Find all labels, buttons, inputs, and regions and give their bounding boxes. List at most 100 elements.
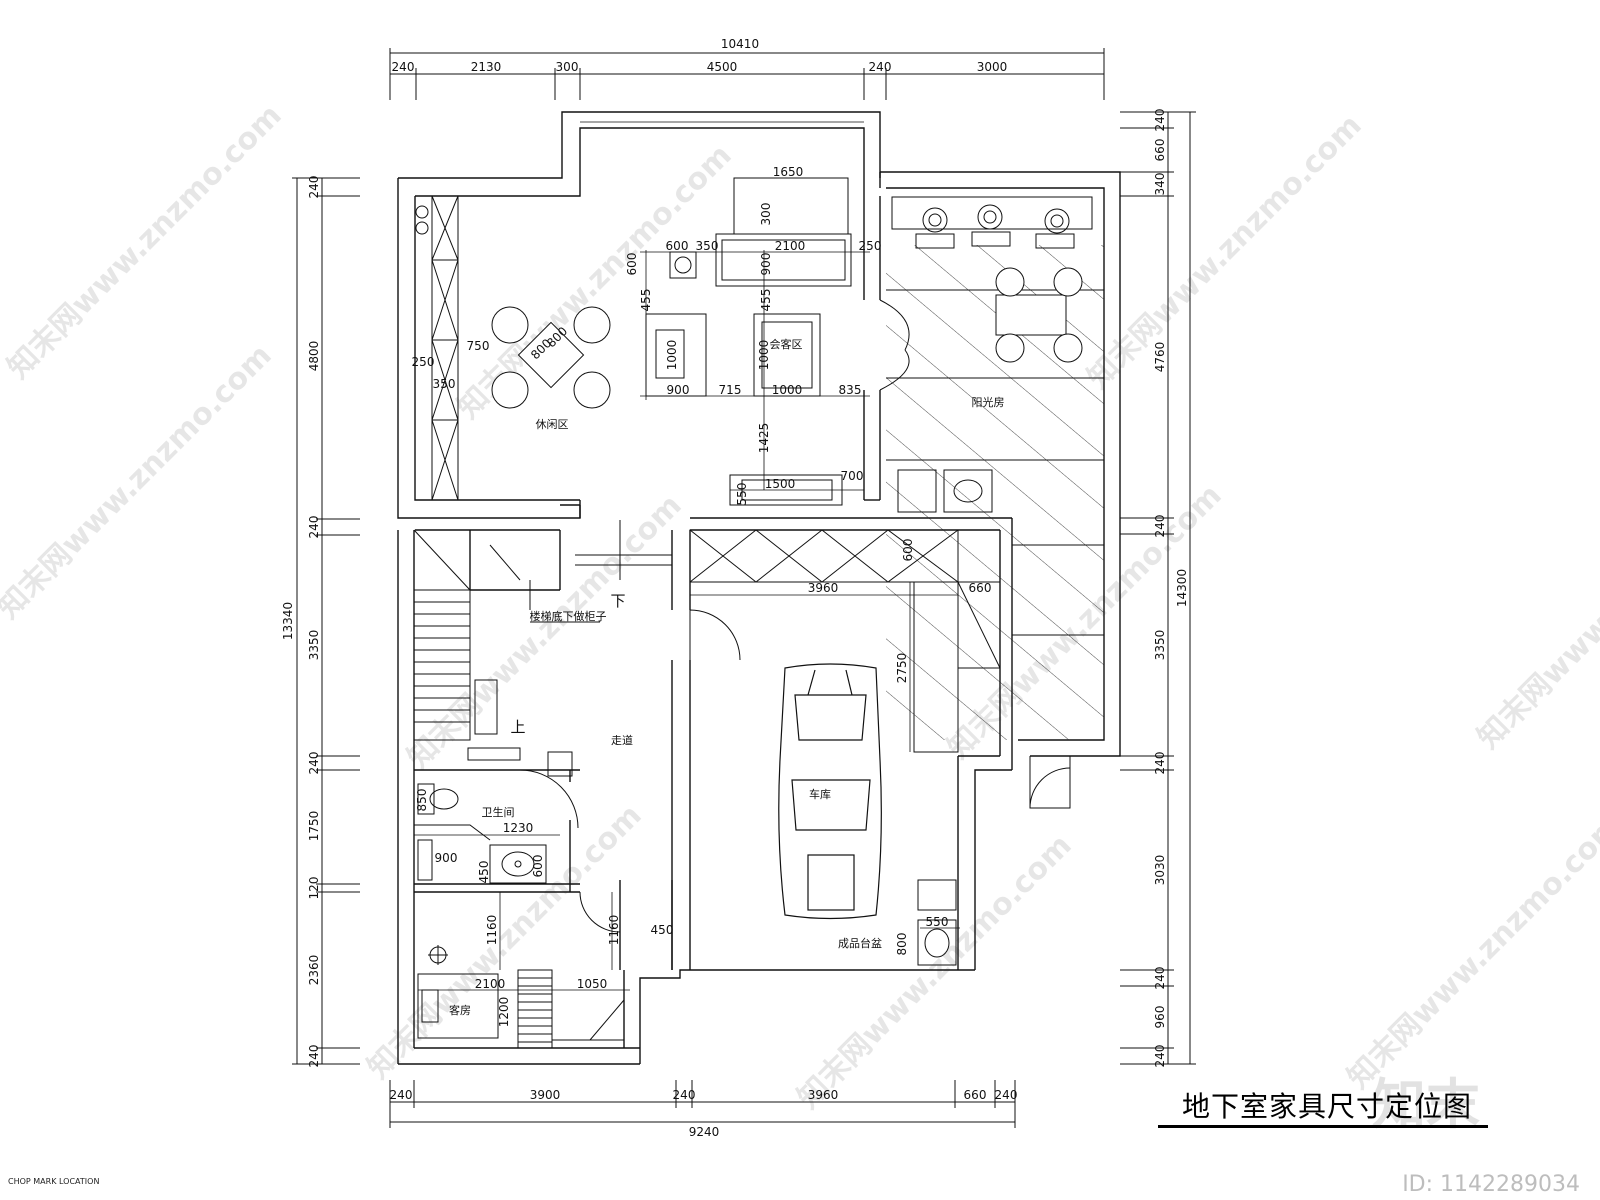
dim-right-total: 14300 [1175,569,1189,607]
dim-left-9: 240 [307,1045,321,1068]
dim-1425: 1425 [757,423,771,454]
laundry-sink [897,469,993,513]
dim-guest-1200: 1200 [497,997,511,1028]
dim-cabinet-600: 600 [901,539,915,562]
garage-basin [917,879,957,966]
dim-bath-450: 450 [477,861,491,884]
room-labels: 休闲区 会客区 阳光房 走道 车库 卫生间 客房 楼梯底下做柜子 成品台盆 下 … [449,337,1005,1017]
watermark-4: 知末网www.znzmo.com [0,338,279,626]
dim-bottom-total: 9240 [689,1125,720,1139]
dim-right-2: 660 [1153,139,1167,162]
dim-garage-2750: 2750 [895,653,909,684]
dim-left-7: 120 [307,877,321,900]
label-living: 会客区 [770,337,803,351]
dim-sofa-depth: 300 [759,203,773,226]
dim-455b: 455 [759,289,773,312]
dim-right-10: 960 [1153,1006,1167,1029]
dim-bath-850: 850 [415,789,429,812]
dim-right-6: 3350 [1153,630,1167,661]
dim-bath-1230: 1230 [503,821,534,835]
dim-guest-1160a: 1160 [485,915,499,946]
dim-bottom-3: 240 [673,1088,696,1102]
label-hallway: 走道 [611,733,633,747]
label-bathroom: 卫生间 [482,805,515,819]
dim-left-4: 3350 [307,630,321,661]
dim-right-5: 240 [1153,515,1167,538]
dim-550: 550 [735,483,749,506]
guestroom-furniture [417,945,625,1049]
dim-left-2: 4800 [307,341,321,372]
dim-top-2: 2130 [471,60,502,74]
dim-top-3: 300 [556,60,579,74]
dim-guest-1160b: 1160 [607,915,621,946]
drawing-title: 地下室家具尺寸定位图 [1182,1090,1473,1123]
dim-bath-900: 900 [435,851,458,865]
watermark-5: 知末网www.znzmo.com [401,488,689,776]
dim-guest-450: 450 [651,923,674,937]
dim-bottom-5: 660 [964,1088,987,1102]
chop-mark-label: CHOP MARK LOCATION [8,1177,100,1186]
watermark-3: 知末网www.znzmo.com [1081,108,1369,396]
dim-900v: 900 [759,253,773,276]
dim-left-3: 240 [307,516,321,539]
interior-dim-texts: 1650 300 600 350 2100 250 600 900 455 45… [412,165,992,1027]
garage-cabinet [689,529,1001,753]
label-down: 下 [610,592,625,610]
dim-left-total: 13340 [281,602,295,640]
dim-250: 250 [859,239,882,253]
sunroom-hatch [886,245,1104,740]
label-basin: 成品台盆 [838,936,882,950]
dim-left-8: 2360 [307,955,321,986]
dim-bath-600: 600 [531,855,545,878]
id-label: ID: 1142289034 [1402,1172,1580,1197]
dim-right-8: 3030 [1153,855,1167,886]
dim-left-6: 1750 [307,811,321,842]
dim-750: 750 [467,339,490,353]
dim-250b: 250 [412,355,435,369]
dim-bottom-4: 3960 [808,1088,839,1102]
dim-bottom-2: 3900 [530,1088,561,1102]
dim-top-6: 3000 [977,60,1008,74]
dim-1000b: 1000 [757,340,771,371]
dim-350: 350 [696,239,719,253]
dim-left-5: 240 [307,752,321,775]
dim-right-9: 240 [1153,967,1167,990]
dim-600a: 600 [666,239,689,253]
planters [891,196,1093,249]
top-dimension-texts: 10410 240 2130 300 4500 240 3000 [392,37,1008,74]
dim-basin-550: 550 [926,915,949,929]
label-up: 上 [510,718,525,736]
dim-right-1: 240 [1153,109,1167,132]
dim-top-1: 240 [392,60,415,74]
leisure-table [491,306,611,409]
dim-715: 715 [719,383,742,397]
dim-top-5: 240 [869,60,892,74]
stairs [413,520,672,777]
watermark-9: 知末网www.znzmo.com [1341,808,1600,1096]
dim-350b: 350 [433,377,456,391]
dim-2100: 2100 [775,239,806,253]
dim-left-1: 240 [307,176,321,199]
sunroom-dividers [886,289,1104,636]
interior-dim-lines [414,177,960,991]
dim-top-4: 4500 [707,60,738,74]
dim-right-11: 240 [1153,1045,1167,1068]
dim-right-7: 240 [1153,752,1167,775]
sunroom-table [995,267,1083,363]
bottom-dimension-texts: 240 3900 240 3960 660 240 9240 [390,1088,1018,1139]
dimension-lines [292,48,1196,1128]
dim-bottom-6: 240 [995,1088,1018,1102]
dim-455a: 455 [639,289,653,312]
watermark-10: 知末网www.znzmo.com [1471,468,1600,756]
dim-sofa-width: 1650 [773,165,804,179]
label-guestroom: 客房 [449,1003,471,1017]
dim-600b: 600 [625,253,639,276]
car [778,663,882,920]
watermark-1: 知末网www.znzmo.com [1,98,289,386]
dim-garage-3960: 3960 [808,581,839,595]
doors [519,299,1071,933]
dim-700: 700 [841,469,864,483]
label-sunroom: 阳光房 [972,395,1005,409]
dim-bottom-1: 240 [390,1088,413,1102]
